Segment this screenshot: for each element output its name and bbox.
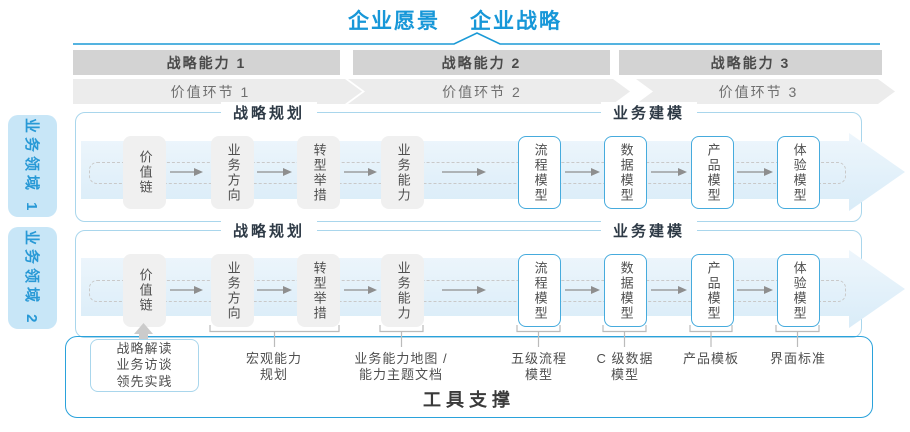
strategy-interpretation-box: 战略解读 业务访谈 领先实践	[90, 339, 199, 392]
value-chain-chevron-3: 价值环节 3	[636, 79, 895, 104]
process-model-box: 流程模型	[518, 136, 561, 209]
business-domain-2-label: 业务领域 2	[8, 227, 57, 329]
business-direction-box: 业务方向	[211, 136, 254, 209]
flow-step-arrow	[442, 286, 486, 294]
strategy-title: 企业战略	[470, 10, 562, 33]
c-level-data-model-label: C 级数据 模型	[596, 351, 654, 382]
tool-support-container: 工具支撑	[65, 336, 873, 418]
annotation-connectors	[134, 323, 820, 347]
macro-capability-planning-label: 宏观能力 规划	[245, 351, 303, 382]
flow-step-arrow	[737, 286, 773, 294]
flow-step-arrow	[565, 168, 600, 176]
transformation-initiatives-box: 转型举措	[297, 254, 340, 327]
data-model-box: 数据模型	[604, 136, 647, 209]
flow-step-arrow	[651, 286, 687, 294]
dashed-track	[89, 162, 846, 184]
experience-model-box: 体验模型	[777, 254, 820, 327]
value-chain-box: 价值链	[123, 254, 166, 327]
value-chain-box: 价值链	[123, 136, 166, 209]
process-model-box: 流程模型	[518, 254, 561, 327]
business-direction-box: 业务方向	[211, 254, 254, 327]
section-header-strategy-planning: 战略规划	[220, 102, 318, 123]
value-chain-chevron-1: 价值环节 1	[73, 79, 362, 104]
business-capability-box: 业务能力	[381, 136, 424, 209]
vision-underline-caret	[73, 32, 880, 45]
capability-bar-1: 战略能力 1	[73, 50, 340, 75]
flow-step-arrow	[257, 286, 292, 294]
product-model-box: 产品模型	[691, 136, 734, 209]
business-domain-1-label: 业务领域 1	[8, 115, 57, 217]
vision-title: 企业愿景	[348, 10, 440, 33]
experience-model-box: 体验模型	[777, 136, 820, 209]
flow-step-arrow	[170, 286, 203, 294]
product-template-label: 产品模板	[682, 351, 740, 366]
up-arrow	[134, 323, 153, 341]
flow-step-arrow	[344, 286, 377, 294]
section-header-business-modeling: 业务建模	[600, 220, 698, 241]
business-domain-2-flow-row: 战略规划 业务建模 价值链 业务方向 转型举措 业务能力 流程模型 数据模型 产…	[75, 220, 905, 338]
business-capability-box: 业务能力	[381, 254, 424, 327]
section-header-strategy-planning: 战略规划	[220, 220, 318, 241]
dashed-track	[89, 280, 846, 302]
flow-step-arrow	[651, 168, 687, 176]
ui-standard-label: 界面标准	[769, 351, 827, 366]
page-title: 企业愿景 企业战略	[0, 5, 910, 35]
capability-bar-2: 战略能力 2	[353, 50, 610, 75]
data-model-box: 数据模型	[604, 254, 647, 327]
value-chain-chevron-2: 价值环节 2	[348, 79, 630, 104]
flow-step-arrow	[565, 286, 600, 294]
flow-step-arrow	[737, 168, 773, 176]
transformation-initiatives-box: 转型举措	[297, 136, 340, 209]
product-model-box: 产品模型	[691, 254, 734, 327]
flow-step-arrow	[344, 168, 377, 176]
section-header-business-modeling: 业务建模	[600, 102, 698, 123]
level5-process-model-label: 五级流程 模型	[510, 351, 568, 382]
capability-map-doc-label: 业务能力地图 / 能力主题文档	[354, 351, 448, 382]
business-domain-1-flow-row: 战略规划 业务建模 价值链 业务方向 转型举措 业务能力 流程模型 数据模型 产…	[75, 102, 905, 222]
capability-bar-3: 战略能力 3	[619, 50, 882, 75]
flow-step-arrow	[442, 168, 486, 176]
flow-step-arrow	[257, 168, 292, 176]
tool-support-label: 工具支撑	[423, 390, 515, 410]
flow-step-arrow	[170, 168, 203, 176]
